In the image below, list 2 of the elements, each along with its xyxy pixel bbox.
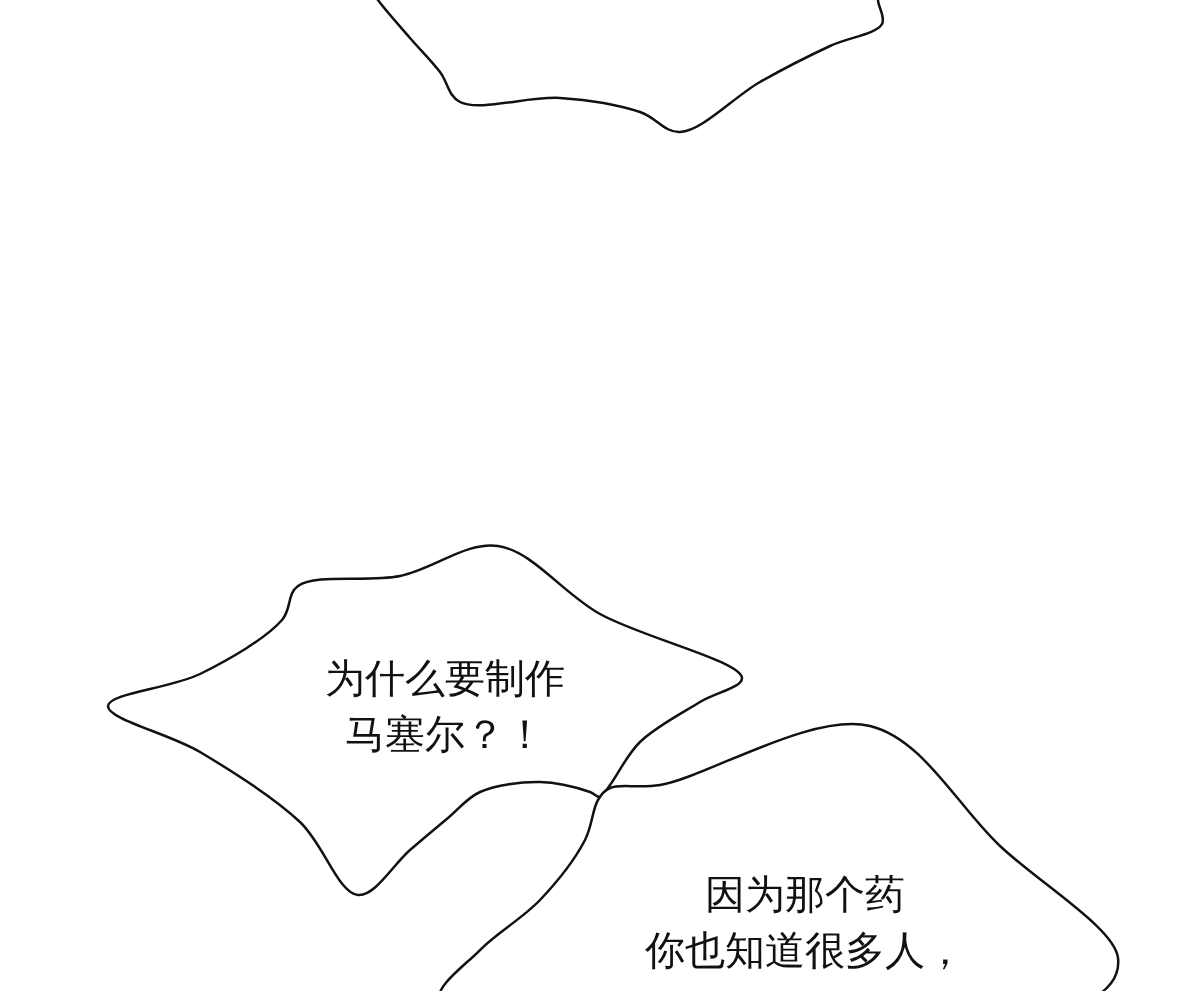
speech-text: 为什么要制作马塞尔？！ (324, 654, 566, 759)
speech-text: 因为那个药你也知道很多人， (644, 870, 966, 975)
